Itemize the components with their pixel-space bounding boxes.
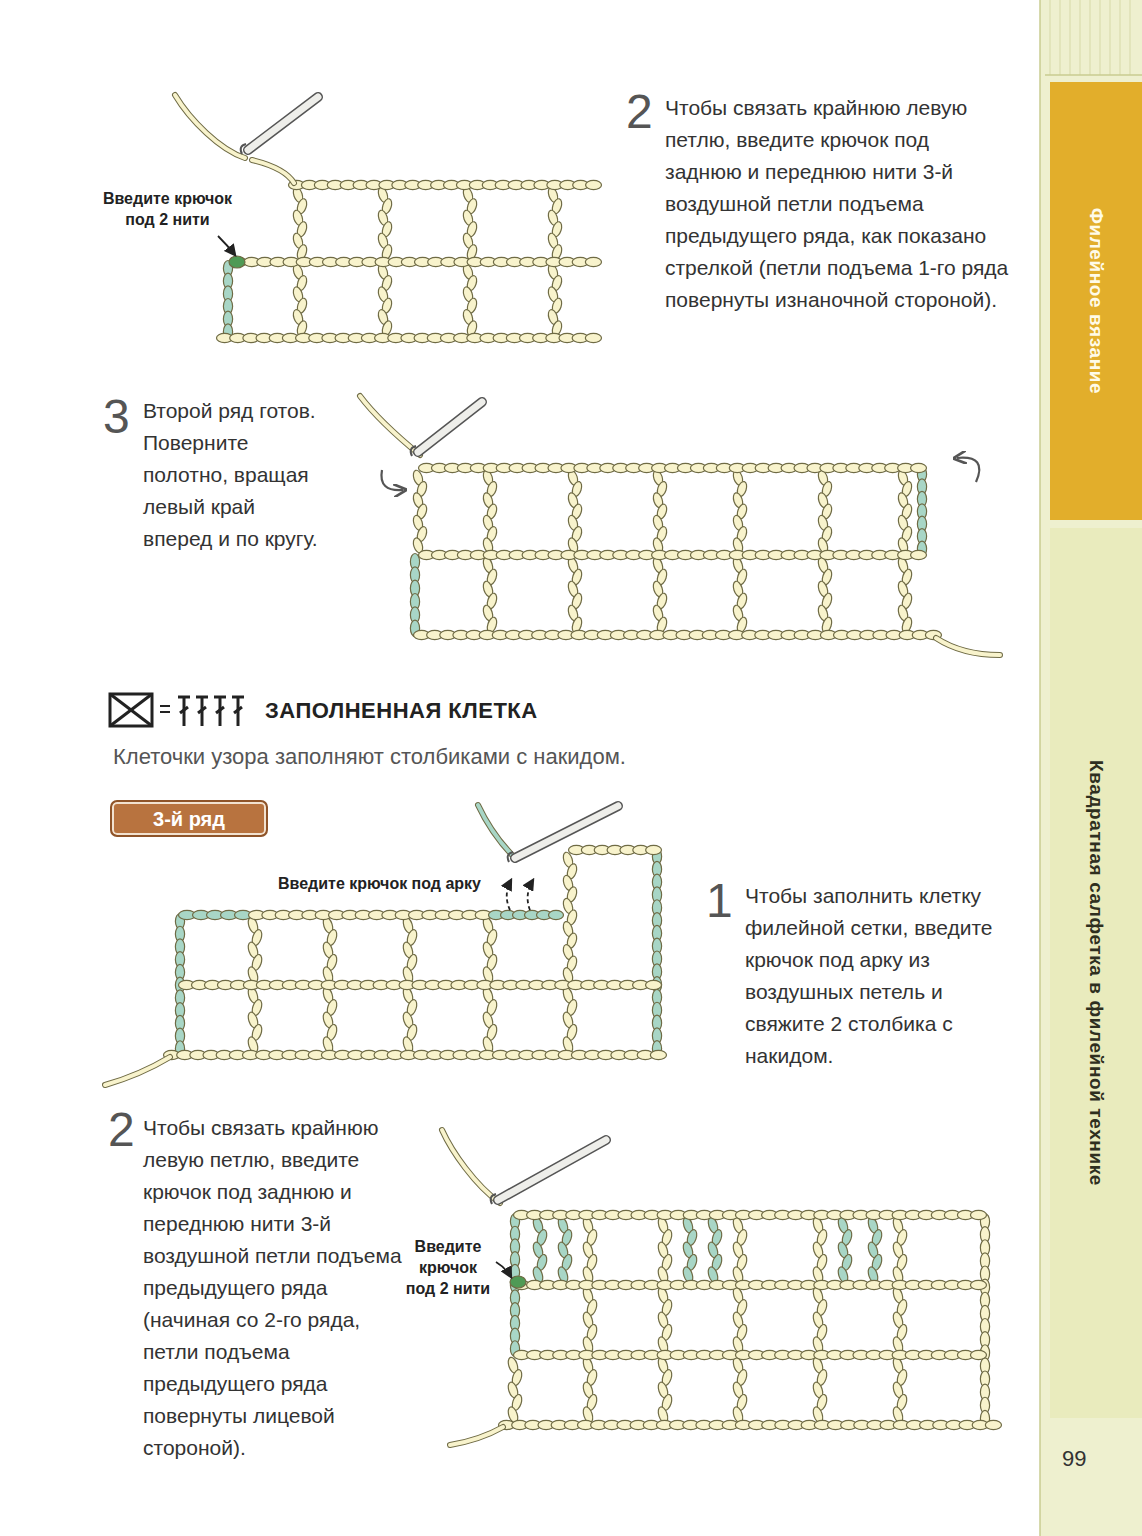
chain-stitch xyxy=(985,1420,1001,1429)
yarn xyxy=(252,160,294,183)
hook-tip xyxy=(491,1194,496,1204)
intro-text: Клеточки узора заполняют столбиками с на… xyxy=(113,743,833,771)
chain-stitch xyxy=(970,1280,986,1289)
stripe xyxy=(1110,0,1111,75)
cell-box xyxy=(110,694,152,726)
section-heading: ЗАПОЛНЕННАЯ КЛЕТКА xyxy=(265,697,538,725)
step-number: 2 xyxy=(108,1106,135,1154)
turn-arrow xyxy=(957,458,979,482)
row-badge: 3-й ряд xyxy=(110,800,268,837)
cell-cross xyxy=(110,694,152,726)
tab-label: Филейное вязание xyxy=(1082,82,1110,520)
callout-label: Введите крючок под 2 нити xyxy=(403,1236,493,1299)
yarn xyxy=(478,805,515,858)
yarn xyxy=(936,638,1000,655)
chain-stitch xyxy=(646,980,662,989)
sidebar-stripes xyxy=(1050,0,1130,75)
dc-symbol xyxy=(232,696,244,699)
chain-stitch xyxy=(586,180,602,189)
stripe xyxy=(1130,0,1131,75)
chain-stitch xyxy=(646,845,662,854)
chain-stitch xyxy=(970,1210,986,1219)
marked-loop xyxy=(510,1276,526,1288)
cell-cross xyxy=(110,694,152,726)
chain-stitch xyxy=(970,1350,986,1359)
step-number: 3 xyxy=(103,393,130,441)
chapter-tab: Квадратная салфетка в филейной технике xyxy=(1050,528,1142,1418)
callout-label: Введите крючок под арку xyxy=(278,873,498,894)
yarn xyxy=(442,1130,500,1203)
yarn xyxy=(450,1427,503,1445)
sidebar-ground xyxy=(1040,0,1142,1536)
step-number: 1 xyxy=(706,877,733,925)
dc-symbol xyxy=(234,707,242,713)
stripe xyxy=(1120,0,1121,75)
stripe xyxy=(1050,0,1051,75)
sidebar-rule xyxy=(1045,74,1142,76)
section-tab: Филейное вязание xyxy=(1050,82,1142,520)
chain-stitch xyxy=(585,257,601,266)
chain-stitch xyxy=(650,1050,666,1059)
hook-tip xyxy=(241,144,246,154)
yarn xyxy=(105,1057,170,1085)
step-number: 2 xyxy=(626,88,653,136)
text-block: Чтобы заполнить клетку филейной сетки, в… xyxy=(745,880,1005,1072)
chain-stitch xyxy=(911,463,927,472)
chain-stitch xyxy=(549,910,564,919)
crochet-hook xyxy=(498,1140,606,1200)
crochet-hook xyxy=(248,97,318,150)
hook-tip xyxy=(411,446,416,456)
crochet-hook xyxy=(515,806,618,858)
yarn xyxy=(105,1057,170,1085)
filled-cell-symbol xyxy=(110,694,244,726)
equals-bar xyxy=(160,705,170,707)
sidebar-rule xyxy=(1039,0,1041,1536)
hook-tip xyxy=(508,852,513,862)
leader-arrow xyxy=(496,1262,511,1277)
yarn xyxy=(936,638,1000,655)
leader-arrow xyxy=(218,236,235,255)
stripe xyxy=(1080,0,1081,75)
tab-label: Квадратная салфетка в филейной технике xyxy=(1082,528,1110,1418)
chain-stitch xyxy=(585,333,601,342)
dc-symbol xyxy=(180,707,188,713)
dc-symbol xyxy=(216,707,224,713)
leader-arrow xyxy=(528,880,533,910)
crochet-hook xyxy=(498,1140,606,1200)
stripe xyxy=(1090,0,1091,75)
turn-arrow xyxy=(381,470,403,490)
equals-bar xyxy=(160,711,170,713)
stripe xyxy=(1070,0,1071,75)
marked-loop xyxy=(229,256,245,268)
dc-symbol xyxy=(198,707,206,713)
yarn xyxy=(360,396,420,455)
text-block: Второй ряд готов. Поверните полотно, вра… xyxy=(143,395,328,555)
yarn xyxy=(252,160,294,183)
stripe xyxy=(1060,0,1061,75)
yarn xyxy=(442,1130,500,1203)
stripe xyxy=(1100,0,1101,75)
crochet-hook xyxy=(418,402,482,452)
page-number: 99 xyxy=(1062,1446,1086,1472)
dc-symbol xyxy=(214,696,226,699)
dc-symbol xyxy=(178,696,190,699)
yarn xyxy=(360,396,420,455)
badge-label: 3-й ряд xyxy=(153,807,225,831)
yarn xyxy=(175,95,245,158)
yarn xyxy=(450,1427,503,1445)
text-block: Чтобы связать крайнюю левую петлю, введи… xyxy=(665,92,1010,316)
leader-arrow xyxy=(507,880,511,910)
crochet-hook xyxy=(248,97,318,150)
dc-symbol xyxy=(196,696,208,699)
chain-stitch xyxy=(911,550,927,559)
text-block: Чтобы связать крайнюю левую петлю, введи… xyxy=(143,1112,405,1464)
yarn xyxy=(175,95,245,158)
crochet-hook xyxy=(418,402,482,452)
yarn xyxy=(478,805,515,858)
callout-label: Введите крючок под 2 нити xyxy=(90,188,245,230)
crochet-hook xyxy=(515,806,618,858)
